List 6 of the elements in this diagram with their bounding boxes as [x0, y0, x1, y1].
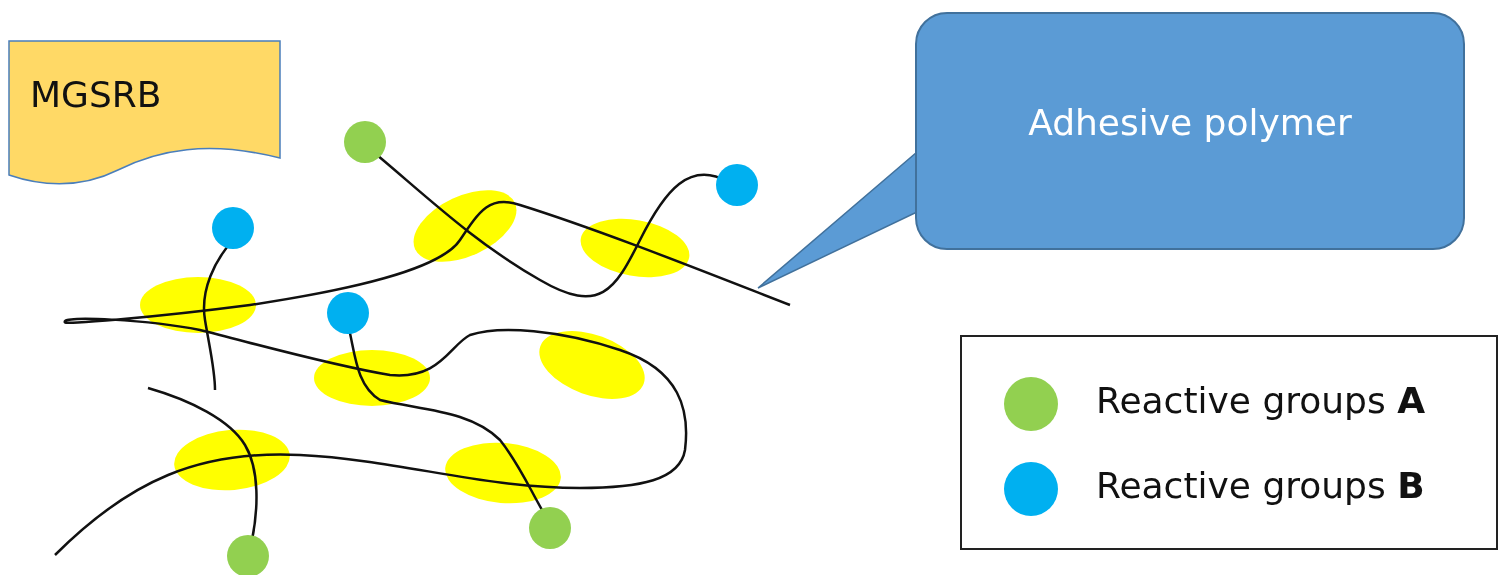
legend-label: Reactive groups B: [1096, 465, 1425, 506]
document-label: MGSRB: [30, 74, 162, 115]
legend-label: Reactive groups A: [1096, 380, 1426, 421]
callout-pointer: [757, 150, 918, 289]
callout-text: Adhesive polymer: [1028, 101, 1352, 143]
callout-box: [915, 12, 1465, 250]
